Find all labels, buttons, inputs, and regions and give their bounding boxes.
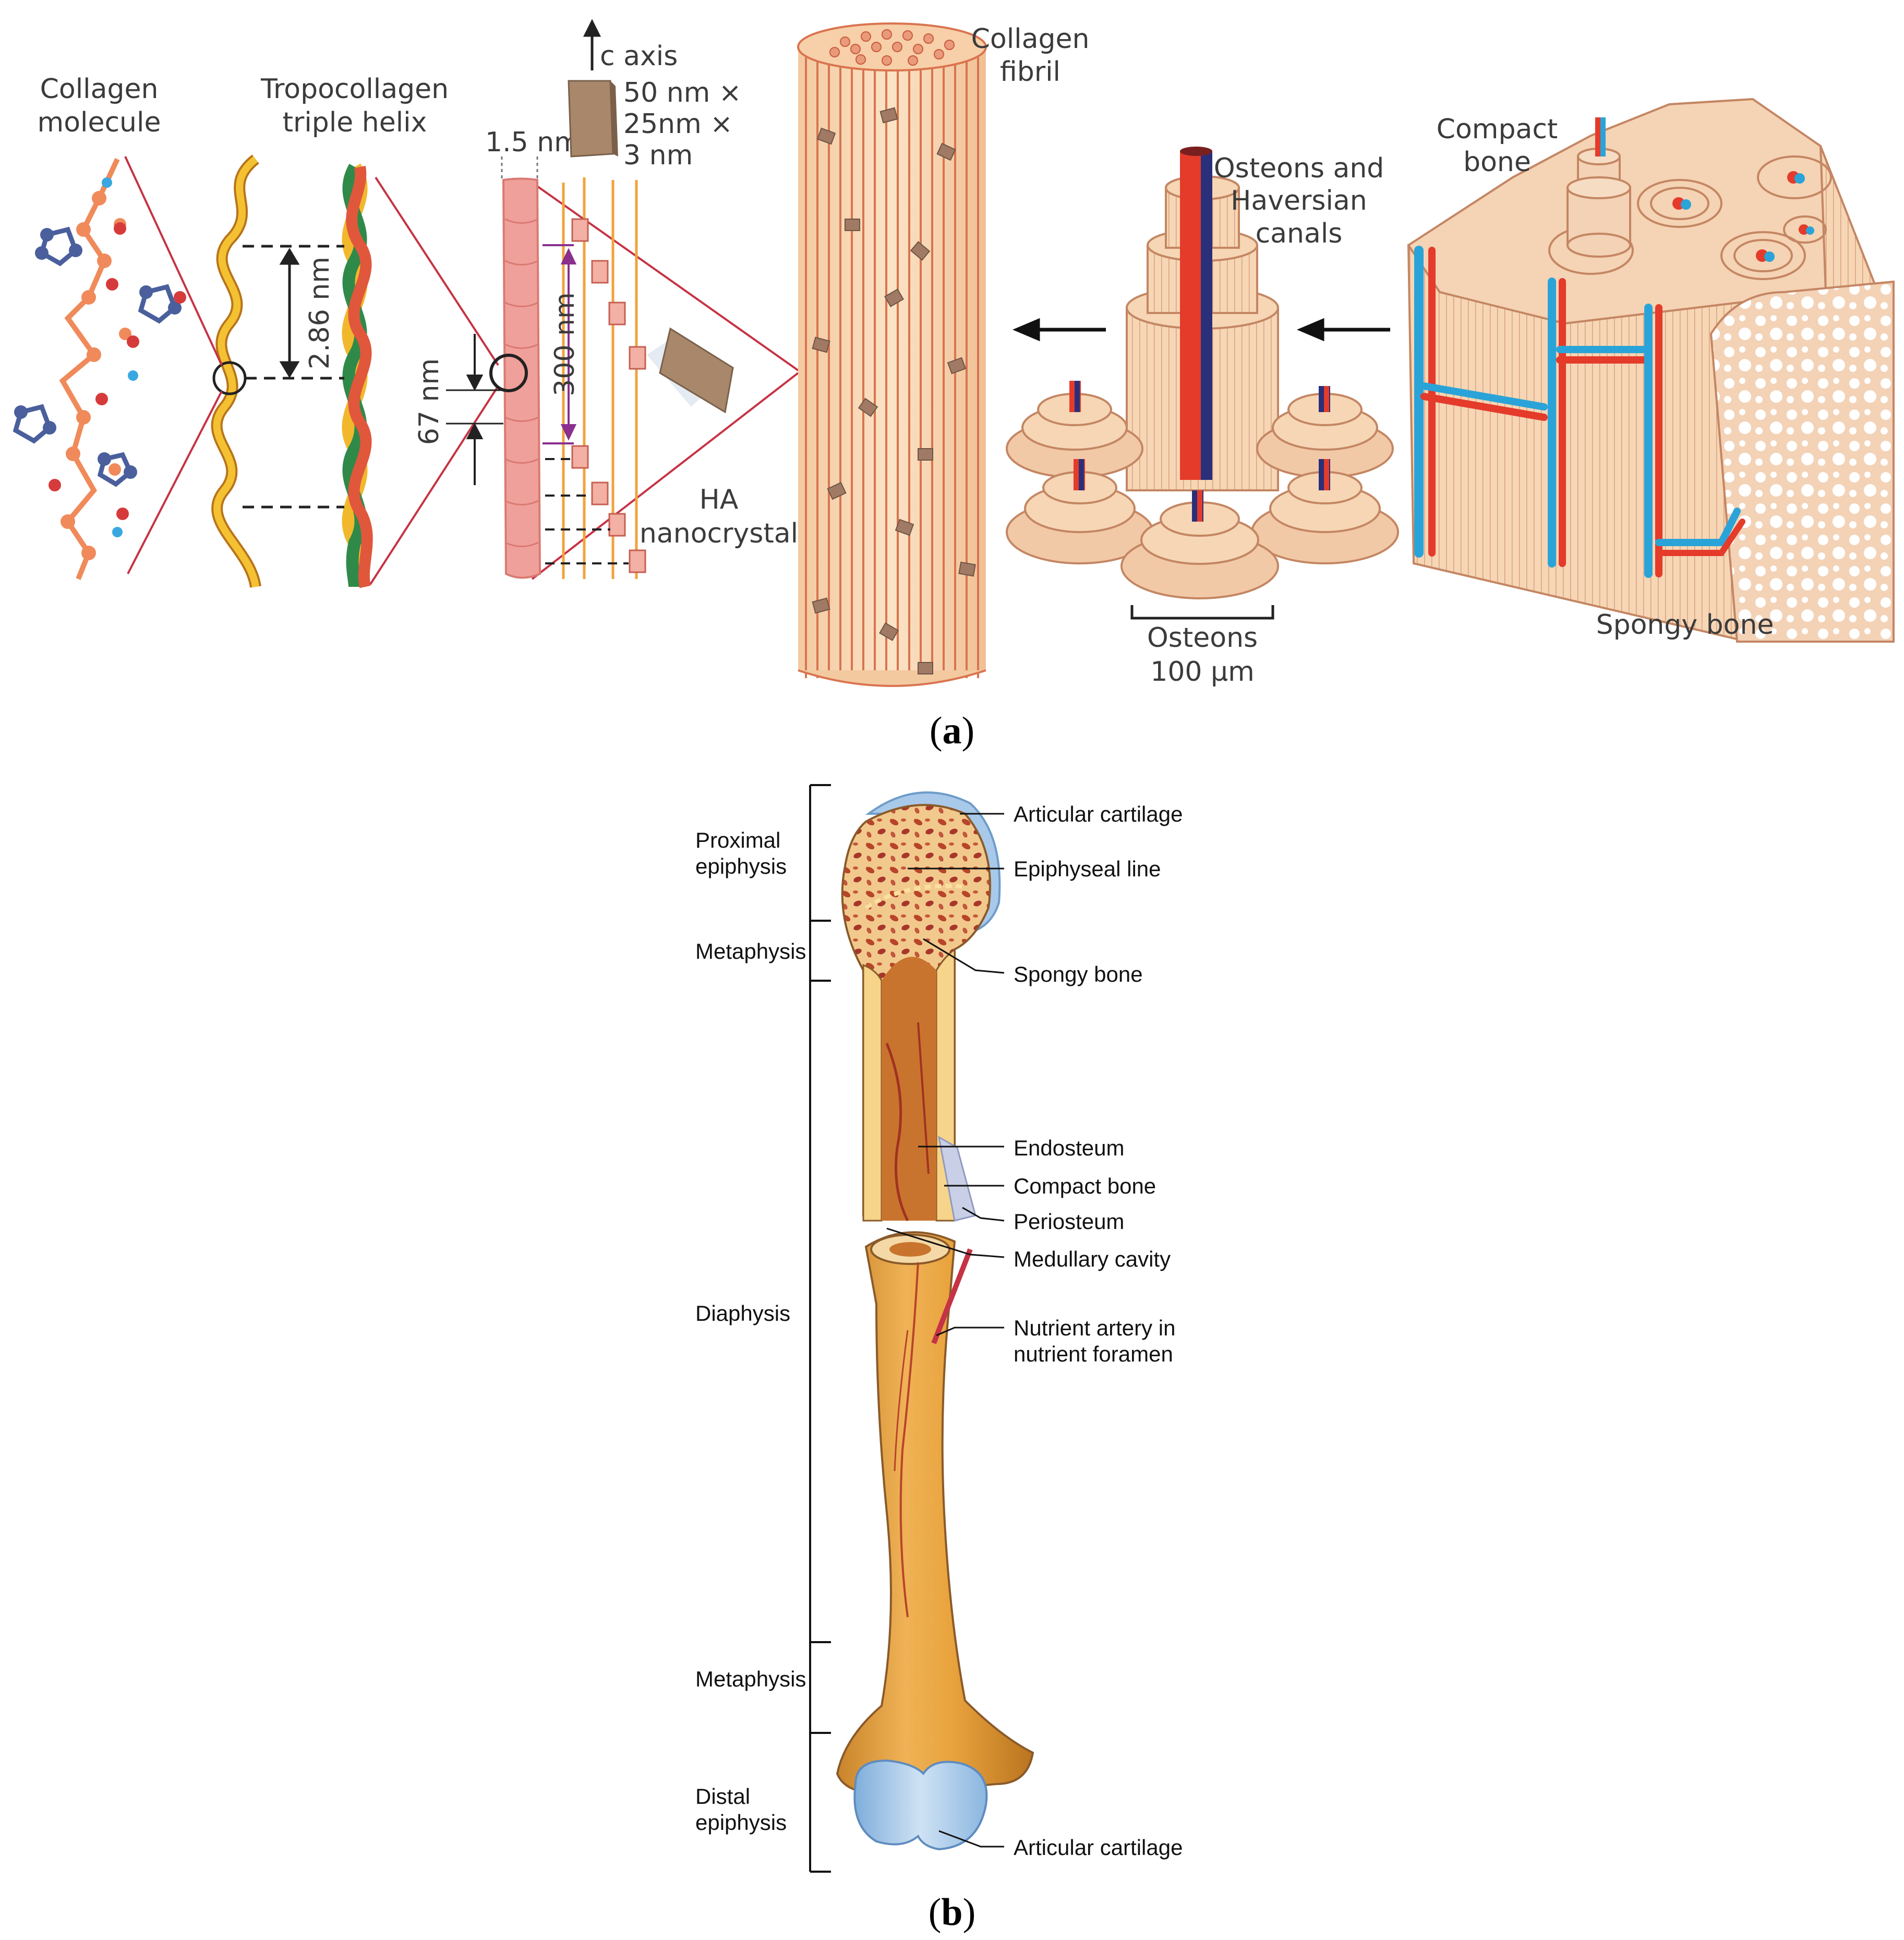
humerus-upper-section xyxy=(841,791,1001,1222)
osteons-haversian-label-1: Osteons and xyxy=(1214,153,1384,184)
osteons-haversian-label-2: Haversian xyxy=(1231,185,1367,216)
medullary-cavity-label: Medullary cavity xyxy=(1014,1247,1171,1271)
osteons-scale-label-2: 100 μm xyxy=(1150,656,1255,688)
compact-bone-label-2: bone xyxy=(1463,147,1531,178)
proximal-epiphysis-label-2: epiphysis xyxy=(695,854,787,878)
arrow-to-osteons xyxy=(1297,318,1390,342)
proximal-epiphysis-label-1: Proximal xyxy=(695,828,780,852)
staggered-array-illustration xyxy=(543,19,734,579)
panel-a: 2.86 nm xyxy=(13,19,1895,752)
length-300nm-label: 300 nm xyxy=(549,292,581,396)
panel-b-marker: (b) xyxy=(929,1891,975,1934)
metaphysis-top-label: Metaphysis xyxy=(695,939,806,963)
panel-b: Proximal epiphysis Metaphysis Diaphysis … xyxy=(695,784,1183,1934)
callout-lines xyxy=(886,813,1005,1848)
small-osteon-front xyxy=(1120,490,1279,599)
pitch-2-86nm-label: 2.86 nm xyxy=(304,257,335,369)
epiphyseal-line-label: Epiphyseal line xyxy=(1014,857,1161,881)
panel-a-marker: (a) xyxy=(930,709,974,752)
periosteum-label: Periosteum xyxy=(1014,1209,1124,1234)
nutrient-artery-label-1: Nutrient artery in xyxy=(1014,1316,1175,1340)
compact-bone-label-1: Compact xyxy=(1437,114,1558,145)
spongy-bone-label-a: Spongy bone xyxy=(1596,609,1774,641)
crystal-dims-line-3: 3 nm xyxy=(623,140,693,171)
collagen-molecule-illustration xyxy=(13,158,186,580)
blood-vessels xyxy=(1414,246,1745,578)
collagen-molecule-label-1: Collagen xyxy=(40,74,159,105)
crystal-dims-line-1: 50 nm × xyxy=(623,77,741,109)
microfibril-illustration xyxy=(446,156,541,579)
fibril-label-1: Collagen xyxy=(971,23,1090,55)
distal-epiphysis-label-2: epiphysis xyxy=(695,1810,787,1835)
metaphysis-bottom-label: Metaphysis xyxy=(695,1667,806,1691)
small-osteon-left-top xyxy=(1006,381,1143,478)
gap-67nm-label: 67 nm xyxy=(414,358,445,445)
compact-bone-label-b: Compact bone xyxy=(1014,1174,1156,1198)
articular-cartilage-bottom-label: Articular cartilage xyxy=(1014,1835,1183,1860)
collagen-molecule-label-2: molecule xyxy=(38,107,161,138)
tropocollagen-label-1: Tropocollagen xyxy=(260,74,449,105)
fibril-label-2: fibril xyxy=(1000,56,1061,88)
osteons-illustration xyxy=(1006,147,1399,620)
articular-cartilage-top-label: Articular cartilage xyxy=(1014,802,1183,826)
small-osteon-left-bottom xyxy=(1006,459,1154,564)
zoom-circle-fibril xyxy=(489,354,528,392)
pitch-arrow xyxy=(279,248,300,378)
osteon-scale-bracket xyxy=(1130,605,1274,620)
ha-label-1: HA xyxy=(700,484,739,515)
humerus-lower-shaft xyxy=(836,1231,1034,1851)
osteons-haversian-label-3: canals xyxy=(1256,218,1343,249)
nutrient-artery-label-2: nutrient foramen xyxy=(1014,1342,1173,1366)
collagen-chain-illustration xyxy=(211,154,261,588)
tropocollagen-label-2: triple helix xyxy=(283,107,427,138)
ha-label-2: nanocrystal xyxy=(640,518,798,549)
triple-helix-illustration xyxy=(342,163,373,588)
osteons-scale-label-1: Osteons xyxy=(1147,622,1258,654)
distal-epiphysis-label-1: Distal xyxy=(695,1784,750,1809)
diaphysis-label: Diaphysis xyxy=(695,1301,790,1326)
endosteum-label: Endosteum xyxy=(1014,1136,1124,1160)
zoom-lines xyxy=(124,156,799,585)
c-axis-label: c axis xyxy=(600,41,678,72)
bone-block-illustration xyxy=(1407,98,1895,643)
protruding-osteon xyxy=(1566,117,1631,258)
pitch-guides xyxy=(243,245,344,509)
arrow-to-fibril xyxy=(1013,318,1106,342)
small-osteon-right-top xyxy=(1256,386,1394,478)
spongy-bone-label-b: Spongy bone xyxy=(1014,962,1143,986)
width-1-5nm-label: 1.5 nm xyxy=(485,127,581,158)
central-osteon xyxy=(1126,147,1279,491)
collagen-fibril-illustration xyxy=(797,22,987,687)
region-bracket xyxy=(809,784,831,1873)
crystal-dims-line-2: 25nm × xyxy=(623,109,733,140)
